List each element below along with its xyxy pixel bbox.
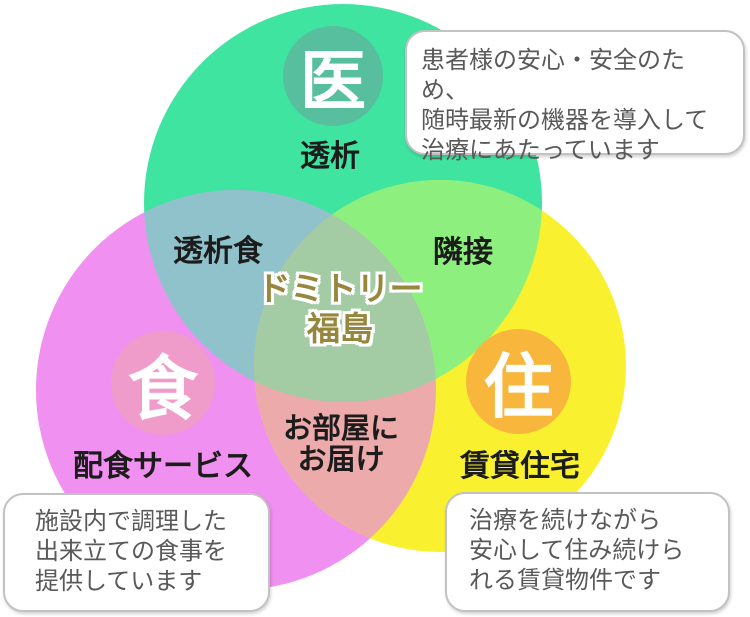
medical-speech-bubble-line1: 患者様の安心・安全のため、: [421, 47, 685, 104]
center-title-line2: 福島: [307, 310, 373, 347]
medical-speech-bubble-line3: 治療にあたっています: [421, 137, 660, 164]
medical-housing-overlap-label: 隣接: [433, 236, 493, 269]
medical-food-overlap-label: 透析食: [173, 235, 263, 268]
center-title-line1: ドミトリー: [257, 270, 423, 307]
food-badge-glyph: 食: [128, 349, 198, 428]
food-speech-bubble-line3: 提供しています: [35, 568, 203, 595]
medical-speech-bubble-line2: 随時最新の機器を導入して: [421, 107, 709, 134]
food-speech-bubble-line1: 施設内で調理した: [35, 508, 227, 535]
center-overlap-region: [254, 190, 436, 402]
food-speech-bubble: 施設内で調理した 出来立ての食事を 提供しています: [3, 493, 270, 612]
housing-circle-label: 賃貸住宅: [460, 450, 580, 483]
food-housing-overlap-label: お部屋に お届け: [283, 414, 399, 476]
food-badge: 食: [111, 331, 215, 435]
medical-badge: 医: [283, 26, 383, 126]
center-title: ドミトリー 福島: [258, 269, 423, 349]
food-housing-overlap-label-line1: お部屋に: [282, 413, 400, 445]
housing-speech-bubble: 治療を続けながら 安心して住み続けら れる賃貸物件です: [445, 492, 730, 612]
food-housing-overlap-label-line2: お届け: [297, 444, 385, 476]
medical-badge-glyph: 医: [300, 44, 366, 118]
housing-speech-bubble-line1: 治療を続けながら: [469, 507, 661, 534]
medical-speech-bubble: 患者様の安心・安全のため、 随時最新の機器を導入して 治療にあたっています: [405, 30, 745, 164]
medical-circle-label: 透析: [300, 140, 360, 173]
housing-speech-bubble-line2: 安心して住み続けら: [469, 537, 685, 564]
housing-badge-glyph: 住: [483, 348, 554, 426]
housing-badge: 住: [466, 329, 571, 434]
food-circle-label: 配食サービス: [73, 450, 253, 483]
food-speech-bubble-line2: 出来立ての食事を: [35, 538, 227, 565]
housing-speech-bubble-line3: れる賃貸物件です: [469, 567, 661, 594]
